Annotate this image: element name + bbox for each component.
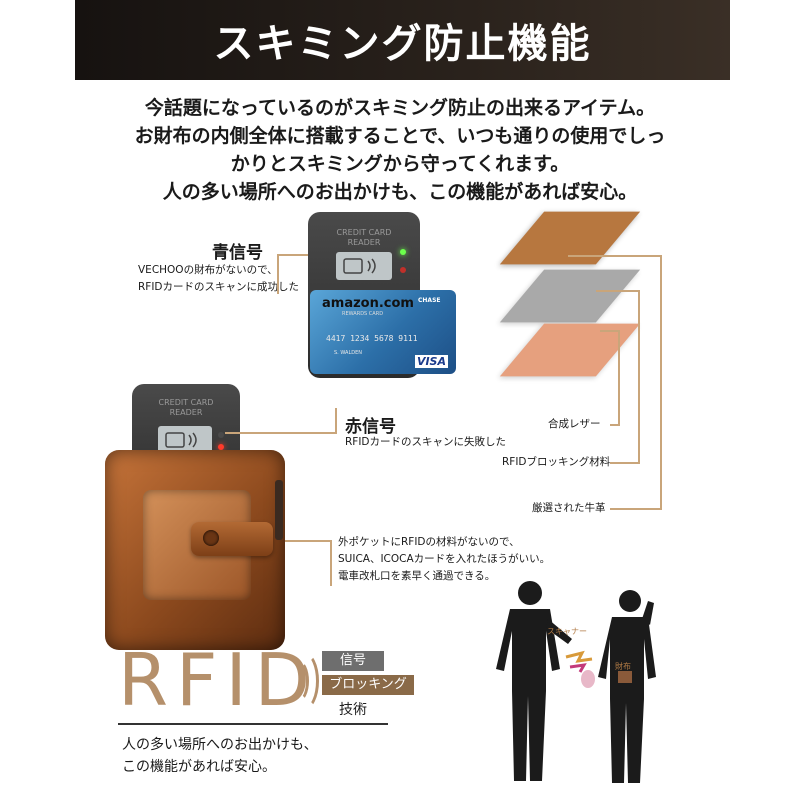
intro-line: 今話題になっているのがスキミング防止の出来るアイテム。: [144, 97, 656, 119]
connector-line: [610, 424, 620, 426]
bottom-line: 人の多い場所へのお出かけも、: [122, 737, 318, 753]
connector-line: [610, 462, 640, 464]
connector-line: [330, 540, 332, 586]
red-led: [218, 444, 224, 450]
bottom-line: この機能があれば安心。: [122, 759, 276, 775]
intro-line: かりとスキミングから守ってくれます。: [230, 153, 570, 175]
reader-label-line: READER: [169, 408, 203, 417]
wallet-zipper: [275, 480, 283, 540]
skimming-scene: [496, 581, 656, 783]
layer-label-synthetic: 合成レザー: [548, 418, 601, 430]
connector-line: [618, 330, 620, 426]
wallet-label: 財布: [615, 662, 631, 671]
outer-pocket-line: SUICA、ICOCAカードを入れたほうがいい。: [338, 553, 551, 565]
connector-line: [285, 540, 330, 542]
banner-title: スキミング防止機能: [213, 21, 592, 67]
intro-text: 今話題になっているのがスキミング防止の出来るアイテム。 お財布の内側全体に搭載す…: [100, 94, 700, 206]
reader-screen: [336, 252, 392, 280]
connector-line: [225, 432, 335, 434]
scanner-label: スキャナー: [547, 627, 587, 636]
connector-line: [335, 408, 337, 434]
layer-label-cowhide: 厳選された牛革: [532, 502, 606, 514]
red-signal-heading: 赤信号: [345, 417, 396, 437]
outer-pocket-note: 外ポケットにRFIDの材料がないので、 SUICA、ICOCAカードを入れたほう…: [338, 534, 550, 585]
card-sub: REWARDS CARD: [342, 311, 384, 317]
leather-wallet: [105, 450, 285, 650]
reader-label: CREDIT CARD READER: [132, 398, 240, 418]
contactless-icon: [343, 258, 376, 274]
connector-line: [660, 255, 662, 510]
intro-line: お財布の内側全体に搭載することで、いつも通りの使用でしっ: [134, 125, 666, 147]
card-holder: S. WALDEN: [334, 350, 362, 356]
green-led-off: [218, 432, 224, 438]
title-banner: スキミング防止機能: [75, 0, 730, 80]
rfid-logo-text: RFID: [118, 638, 319, 722]
person-phone-silhouette: [598, 590, 656, 783]
connector-line: [600, 330, 620, 332]
wallet-icon: [618, 671, 632, 683]
blue-signal-heading: 青信号: [212, 243, 263, 263]
reader-label: CREDIT CARD READER: [308, 228, 420, 248]
tag-technology: 技術: [339, 702, 367, 718]
card-number: 4417 1234 5678 9111: [326, 334, 418, 343]
layer-label-rfid: RFIDブロッキング材料: [502, 456, 611, 468]
red-signal-desc: RFIDカードのスキャンに失敗した: [345, 436, 507, 448]
blue-signal-desc-line: RFIDカードのスキャンに成功した: [138, 281, 300, 293]
connector-line: [638, 290, 640, 464]
signal-wave-icon: [290, 652, 319, 710]
blue-signal-desc: VECHOOの財布がないので、 RFIDカードのスキャンに成功した: [138, 262, 299, 296]
blue-signal-desc-line: VECHOOの財布がないので、: [138, 264, 278, 276]
contactless-icon: [165, 432, 197, 448]
reader-label-line: READER: [347, 238, 381, 247]
reader-screen: [158, 426, 212, 454]
wallet-snap: [203, 530, 219, 546]
card-brand: amazon.com: [322, 296, 414, 311]
card-bank: CHASE: [418, 297, 441, 304]
credit-card: amazon.com REWARDS CARD CHASE 4417 1234 …: [310, 290, 456, 374]
intro-line: 人の多い場所へのお出かけも、この機能があれば安心。: [162, 181, 638, 203]
reader-label-line: CREDIT CARD: [336, 228, 392, 237]
green-led: [400, 249, 406, 255]
tag-blocking: ブロッキング: [322, 675, 414, 695]
divider: [118, 723, 388, 725]
connector-line: [596, 290, 640, 292]
reader-label-line: CREDIT CARD: [158, 398, 214, 407]
red-led: [400, 267, 406, 273]
bottom-text: 人の多い場所へのお出かけも、 この機能があれば安心。: [122, 734, 318, 778]
person-scanner-silhouette: [496, 581, 572, 781]
connector-line: [277, 254, 279, 294]
tag-signal: 信号: [322, 651, 384, 671]
outer-pocket-line: 電車改札口を素早く通過できる。: [338, 570, 496, 582]
skimming-signal-icon: [565, 650, 595, 688]
visa-logo: VISA: [414, 355, 448, 368]
outer-pocket-line: 外ポケットにRFIDの材料がないので、: [338, 536, 520, 548]
connector-line: [610, 508, 662, 510]
connector-line: [568, 255, 660, 257]
layer-rfid-material: [499, 269, 641, 323]
